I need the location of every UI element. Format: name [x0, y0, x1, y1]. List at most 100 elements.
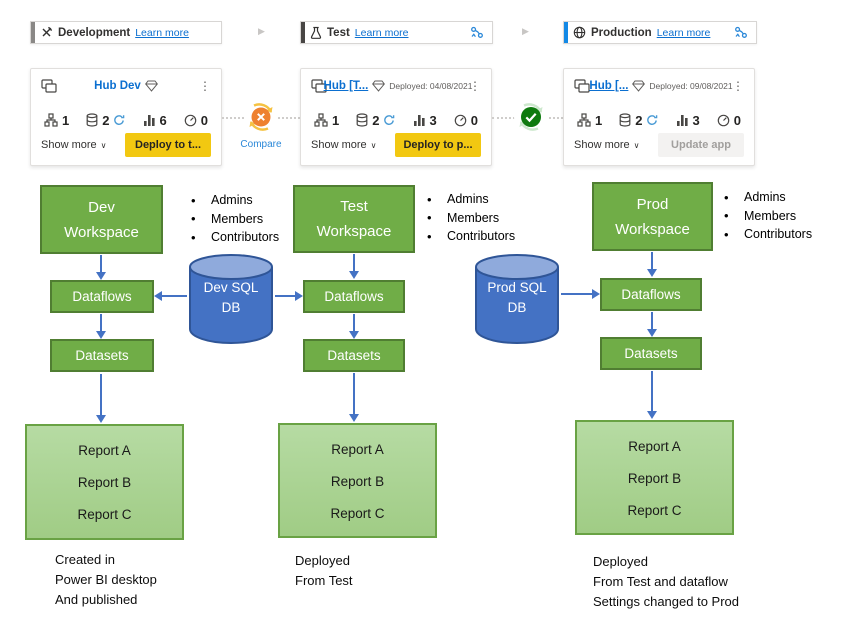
test-workspace-box: Test Workspace — [293, 185, 415, 253]
bullet-icon: • — [724, 208, 729, 224]
deployment-pipeline-icon[interactable] — [470, 26, 484, 39]
db-label: Dev SQL DB — [203, 280, 259, 315]
arrow-devdb-to-dev-dataflows — [154, 291, 187, 301]
stat-value: 0 — [470, 112, 478, 128]
learn-more-link[interactable]: Learn more — [656, 26, 711, 39]
dev-roles-list: •Admins •Members •Contributors — [185, 191, 279, 247]
stat-dashboards: 0 — [184, 113, 208, 128]
card-stats: 1 2 — [564, 109, 754, 131]
workspace-title-link[interactable]: Hub Dev — [94, 80, 141, 92]
list-item: •Contributors — [421, 227, 515, 246]
arrow-dataflows-to-datasets — [647, 312, 657, 337]
stat-value: 6 — [159, 112, 167, 128]
dataset-icon — [356, 113, 368, 127]
stat-datasets: 2 — [86, 113, 125, 128]
workspace-box-label: Test — [340, 198, 368, 215]
bullet-icon: • — [427, 191, 432, 207]
dashboard-icon — [717, 114, 730, 127]
bullet-icon: • — [191, 192, 196, 208]
dev-dataflows-box: Dataflows — [50, 280, 154, 313]
globe-icon — [573, 26, 586, 39]
report-item: Report C — [77, 507, 132, 522]
more-options-icon[interactable]: ⋮ — [199, 79, 211, 93]
more-options-icon[interactable]: ⋮ — [469, 79, 481, 93]
report-icon — [143, 114, 156, 126]
pipeline-card-dev: Hub Dev ⋮ 1 — [30, 68, 222, 166]
report-item: Report B — [330, 474, 385, 489]
stat-reports: 6 — [143, 113, 167, 128]
list-item: •Members — [185, 210, 279, 229]
bullet-icon: • — [427, 228, 432, 244]
card-actions: Show more ∨ Deploy to t... — [31, 133, 221, 157]
bullet-icon: • — [191, 229, 196, 245]
stat-dataflows: 1 — [314, 113, 339, 128]
diamond-icon — [632, 80, 646, 92]
workspace-box-label: Workspace — [615, 220, 690, 238]
compare-icon[interactable] — [244, 100, 278, 134]
stat-value: 2 — [372, 112, 380, 128]
list-item: •Members — [421, 209, 515, 228]
stage-header-development: Development Learn more — [30, 21, 222, 44]
bullet-icon: • — [191, 211, 196, 227]
prod-roles-list: •Admins •Members •Contributors — [718, 188, 812, 244]
arrow-dataflows-to-datasets — [96, 314, 106, 339]
list-item: •Admins — [185, 191, 279, 210]
refresh-icon — [383, 114, 395, 126]
card-stats: 1 2 — [301, 109, 491, 131]
show-more-button[interactable]: Show more ∨ — [574, 139, 640, 151]
stat-value: 1 — [62, 112, 70, 128]
diamond-icon — [372, 80, 386, 92]
list-item: •Admins — [718, 188, 812, 207]
dashboard-icon — [454, 114, 467, 127]
stat-reports: 3 — [676, 113, 700, 128]
stat-dashboards: 0 — [717, 113, 741, 128]
test-roles-list: •Admins •Members •Contributors — [421, 190, 515, 246]
prod-workspace-box: Prod Workspace — [592, 182, 713, 251]
compare-label[interactable]: Compare — [240, 139, 282, 150]
learn-more-link[interactable]: Learn more — [135, 26, 189, 39]
stat-dashboards: 0 — [454, 113, 478, 128]
test-dataflows-box: Dataflows — [303, 280, 405, 313]
chevron-down-icon: ∨ — [633, 140, 640, 150]
dev-caption: Created in Power BI desktop And publishe… — [55, 552, 157, 607]
report-item: Report A — [628, 439, 681, 454]
workspace-title-link[interactable]: Hub [T... — [323, 80, 369, 92]
report-icon — [413, 114, 426, 126]
bullet-icon: • — [724, 189, 729, 205]
pipeline-card-test: Hub [T... Deployed: 04/08/2021 ⋮ 1 — [300, 68, 492, 166]
more-options-icon[interactable]: ⋮ — [732, 79, 744, 93]
deploy-button[interactable]: Deploy to t... — [125, 133, 211, 157]
arrow-datasets-to-reports — [349, 373, 359, 422]
stage-label: Development — [58, 26, 131, 39]
stage-accent-bar — [564, 22, 568, 43]
update-app-button[interactable]: Update app — [658, 133, 744, 157]
show-more-button[interactable]: Show more ∨ — [311, 139, 377, 151]
db-label: Prod SQL DB — [487, 280, 547, 315]
deploy-success-icon — [514, 100, 548, 134]
arrow-devdb-to-test-dataflows — [275, 291, 303, 301]
show-more-label: Show more — [574, 139, 630, 151]
deployed-date: Deployed: 09/08/2021 — [649, 81, 733, 91]
card-actions: Show more ∨ Deploy to p... — [301, 133, 491, 157]
stat-dataflows: 1 — [577, 113, 602, 128]
show-more-button[interactable]: Show more ∨ — [41, 139, 107, 151]
deployment-pipeline-icon[interactable] — [734, 26, 748, 39]
deploy-button[interactable]: Deploy to p... — [395, 133, 481, 157]
learn-more-link[interactable]: Learn more — [354, 26, 409, 39]
workspace-title-link[interactable]: Hub [... — [589, 80, 629, 92]
stat-datasets: 2 — [356, 113, 395, 128]
chevron-down-icon: ∨ — [100, 140, 107, 150]
stat-value: 3 — [692, 112, 700, 128]
report-icon — [676, 114, 689, 126]
card-header: Hub [... Deployed: 09/08/2021 ⋮ — [564, 77, 754, 95]
arrow-datasets-to-reports — [96, 374, 106, 423]
stat-value: 1 — [332, 112, 340, 128]
workspace-icon — [41, 78, 57, 94]
show-more-label: Show more — [311, 139, 367, 151]
stat-value: 2 — [635, 112, 643, 128]
test-flask-icon — [310, 26, 322, 39]
arrow-workspace-to-dataflows — [647, 252, 657, 277]
dev-sql-db-cylinder: Dev SQL DB — [187, 252, 275, 346]
dashboard-icon — [184, 114, 197, 127]
